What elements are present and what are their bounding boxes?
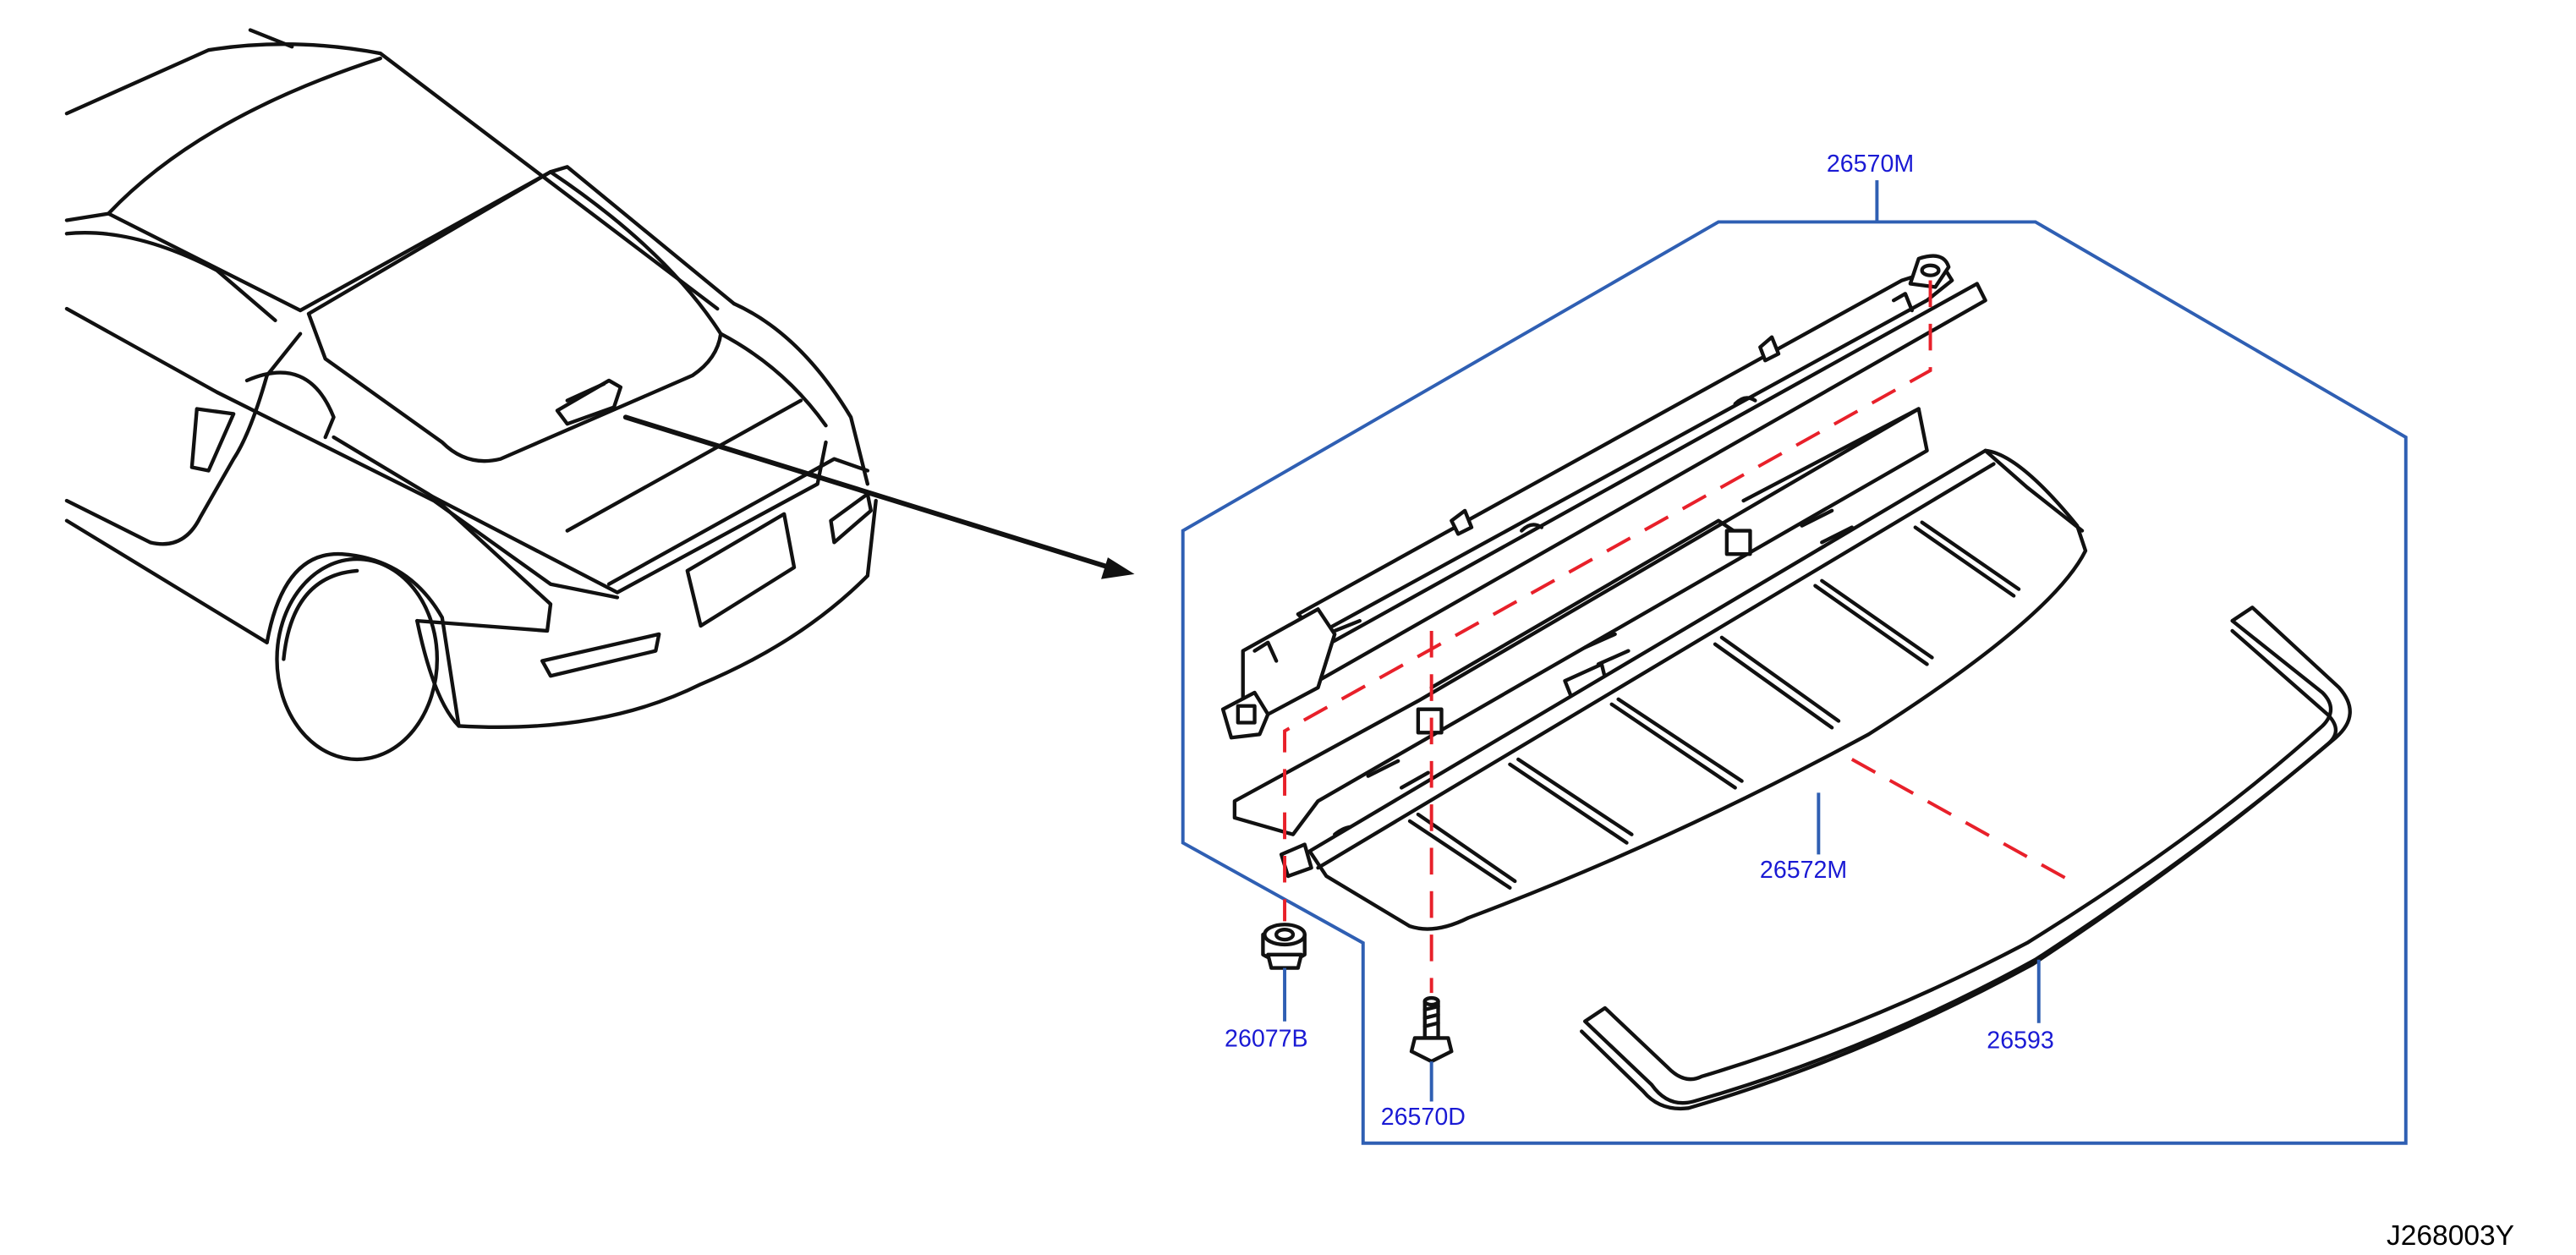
assembly-boundary [1181, 220, 2408, 1145]
pointer-arrow [622, 414, 1135, 579]
label-26593: 26593 [1987, 1027, 2054, 1054]
alignment-dashes [1283, 280, 2079, 994]
label-26077B: 26077B [1225, 1025, 1308, 1052]
clip-nut [1261, 923, 1307, 970]
seal-gasket [1580, 606, 2352, 1111]
car-rear-illustration [64, 28, 878, 762]
diagram-code: J268003Y [2387, 1220, 2514, 1252]
tapping-screw [1409, 995, 1454, 1064]
lamp-bracket [1220, 254, 1987, 879]
label-26572M: 26572M [1760, 857, 1847, 884]
lens-cover [1307, 448, 2088, 931]
label-26570M: 26570M [1827, 151, 1914, 178]
label-26570D: 26570D [1381, 1104, 1466, 1131]
leader-lines [1283, 180, 2041, 1102]
